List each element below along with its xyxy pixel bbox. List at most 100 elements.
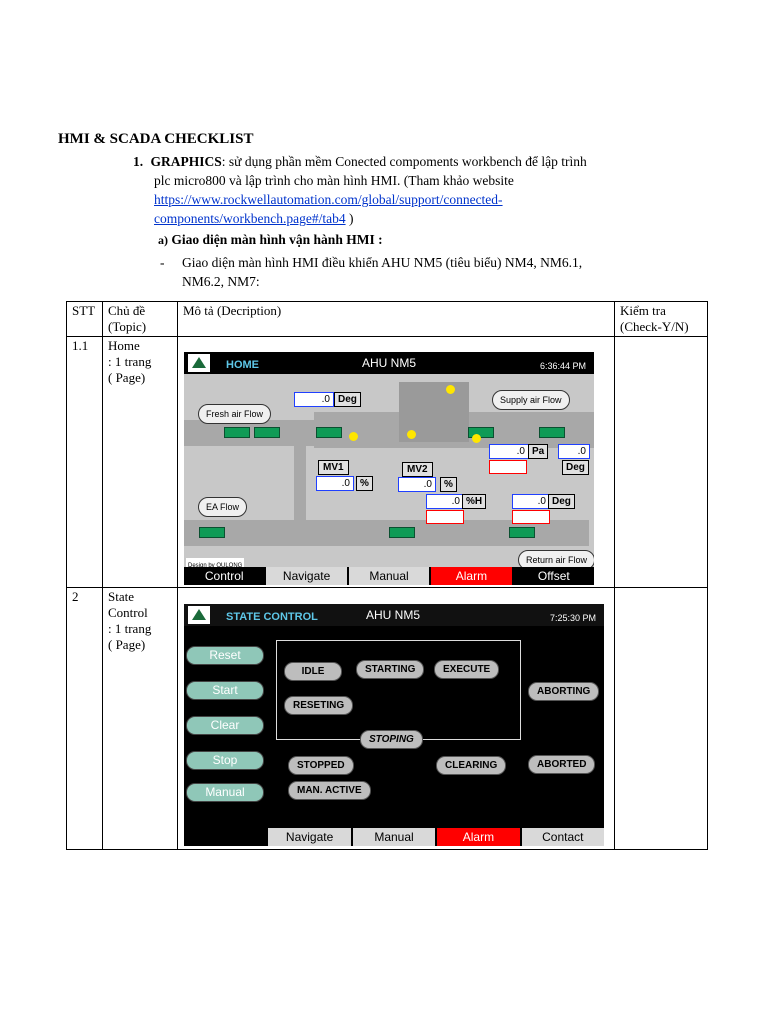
state-clearing: CLEARING xyxy=(436,756,507,775)
bullet-line-2: NM6.2, NM7: xyxy=(182,274,260,289)
state-aborted: ABORTED xyxy=(528,755,596,774)
reset-button[interactable]: Reset xyxy=(186,646,264,665)
supply-deg-readout: .0 xyxy=(558,444,590,459)
nav-navigate-button[interactable]: Navigate xyxy=(266,828,351,846)
supply-pa-readout: .0 xyxy=(489,444,529,459)
subsection-heading: Giao diện màn hình vận hành HMI : xyxy=(171,232,383,247)
hmi-state-titlebar: STATE CONTROL AHU NM5 7:25:30 PM xyxy=(184,604,604,626)
header-topic: Chủ đề (Topic) xyxy=(102,301,178,337)
header-check-line2: (Check-Y/N) xyxy=(620,319,689,334)
mv1-unit: % xyxy=(356,476,373,491)
section-link-line-1: https://www.rockwellautomation.com/globa… xyxy=(154,190,503,209)
flow-arrow-icon xyxy=(389,527,415,538)
row-description: STATE CONTROL AHU NM5 7:25:30 PM Reset S… xyxy=(177,587,615,850)
hmi-home-titlebar: HOME AHU NM5 6:36:44 PM xyxy=(184,352,594,374)
supply-alarm-box xyxy=(489,460,527,474)
header-topic-line2: (Topic) xyxy=(108,319,147,334)
supply-air-flow-label: Supply air Flow xyxy=(492,390,570,410)
row-topic-line4: ( Page) xyxy=(108,637,146,652)
home-logo-icon xyxy=(188,606,210,624)
nav-control-button[interactable]: Control xyxy=(184,567,265,585)
nav-alarm-button[interactable]: Alarm xyxy=(429,567,512,585)
state-stopped: STOPPED xyxy=(288,756,354,775)
document-title: HMI & SCADA CHECKLIST xyxy=(58,131,254,147)
fan-icon xyxy=(349,432,358,441)
section-text-2: plc micro800 và lập trình cho màn hình H… xyxy=(154,173,514,188)
mv2-readout: .0 xyxy=(398,477,436,492)
nav-manual-button[interactable]: Manual xyxy=(350,828,436,846)
start-button[interactable]: Start xyxy=(186,681,264,700)
stop-button[interactable]: Stop xyxy=(186,751,264,770)
manual-button[interactable]: Manual xyxy=(186,783,264,802)
state-idle: IDLE xyxy=(284,662,342,681)
section-line-1: 1. GRAPHICS: sử dụng phần mềm Conected c… xyxy=(133,152,587,171)
section-link-line-2: components/workbench.page#/tab4 ) xyxy=(154,209,353,228)
row-topic-line1: Home xyxy=(108,338,140,353)
hmi-home-clock: 6:36:44 PM xyxy=(539,361,586,371)
bullet-marker: - xyxy=(160,255,165,270)
header-description: Mô tả (Decription) xyxy=(177,301,615,337)
checklist-table: STT Chủ đề (Topic) Mô tả (Decription) Ki… xyxy=(66,301,708,850)
nav-offset-button[interactable]: Offset xyxy=(511,567,594,585)
flow-arrow-icon xyxy=(199,527,225,538)
supply-deg-unit: Deg xyxy=(562,460,589,475)
flow-arrow-icon xyxy=(316,427,342,438)
section-number: 1. xyxy=(133,154,144,169)
header-check-line1: Kiểm tra xyxy=(620,303,666,318)
state-starting: STARTING xyxy=(356,660,425,679)
return-alarm-box xyxy=(512,510,550,524)
hmi-state-screen-name: STATE CONTROL xyxy=(226,611,318,623)
row-stt: 2 xyxy=(66,587,103,850)
nav-manual-button[interactable]: Manual xyxy=(346,567,430,585)
state-man-active: MAN. ACTIVE xyxy=(288,781,371,800)
hmi-home-screenshot: HOME AHU NM5 6:36:44 PM xyxy=(184,352,594,585)
humidity-alarm-box xyxy=(426,510,464,524)
flow-arrow-icon xyxy=(539,427,565,438)
flow-arrow-icon xyxy=(254,427,280,438)
row-topic: State Control : 1 trang ( Page) xyxy=(102,587,178,850)
subsection-heading-row: a) Giao diện màn hình vận hành HMI : xyxy=(158,230,383,250)
table-row: 2 State Control : 1 trang ( Page) STATE … xyxy=(66,587,708,850)
fresh-air-flow-label: Fresh air Flow xyxy=(198,404,272,424)
state-execute: EXECUTE xyxy=(434,660,500,679)
ea-flow-label: EA Flow xyxy=(198,497,248,517)
section-text-1: : sử dụng phần mềm Conected compoments w… xyxy=(221,154,587,169)
temp-unit: Deg xyxy=(334,392,361,407)
row-check xyxy=(614,587,708,850)
temp-readout: .0 xyxy=(294,392,334,407)
row-topic-line3: ( Page) xyxy=(108,370,146,385)
hmi-home-unit-name: AHU NM5 xyxy=(362,356,417,370)
nav-navigate-button[interactable]: Navigate xyxy=(264,567,347,585)
flow-arrow-icon xyxy=(224,427,250,438)
humidity-readout: .0 xyxy=(426,494,464,509)
state-group-frame xyxy=(276,640,521,740)
nav-alarm-button[interactable]: Alarm xyxy=(435,828,520,846)
nav-blank-button[interactable] xyxy=(184,828,267,846)
row-topic-line2: Control xyxy=(108,605,148,620)
humidity-unit: %H xyxy=(462,494,487,509)
row-topic-line1: State xyxy=(108,589,134,604)
hmi-state-clock: 7:25:30 PM xyxy=(549,613,596,623)
hmi-home-navbar: Control Navigate Manual Alarm Offset xyxy=(184,567,594,585)
row-stt: 1.1 xyxy=(66,336,103,588)
nav-contact-button[interactable]: Contact xyxy=(519,828,604,846)
flow-arrow-icon xyxy=(468,427,494,438)
row-topic-line3: : 1 trang xyxy=(108,621,152,636)
flow-arrow-icon xyxy=(509,527,535,538)
mv1-label: MV1 xyxy=(318,460,349,475)
row-check xyxy=(614,336,708,588)
supply-pa-unit: Pa xyxy=(528,444,549,459)
header-stt: STT xyxy=(66,301,103,337)
hmi-home-screen-name: HOME xyxy=(226,359,259,371)
mv2-unit: % xyxy=(440,477,457,492)
state-stoping: STOPING xyxy=(360,730,423,749)
clear-button[interactable]: Clear xyxy=(186,716,264,735)
state-aborting: ABORTING xyxy=(528,682,600,701)
row-description: HOME AHU NM5 6:36:44 PM xyxy=(177,336,615,588)
return-deg-unit: Deg xyxy=(548,494,575,509)
bullet-line-1: Giao diện màn hình HMI điều khiển AHU NM… xyxy=(182,255,583,270)
rockwell-link-1[interactable]: https://www.rockwellautomation.com/globa… xyxy=(154,192,503,207)
mv2-label: MV2 xyxy=(402,462,433,477)
header-check: Kiểm tra (Check-Y/N) xyxy=(614,301,708,337)
rockwell-link-2[interactable]: components/workbench.page#/tab4 xyxy=(154,211,346,226)
